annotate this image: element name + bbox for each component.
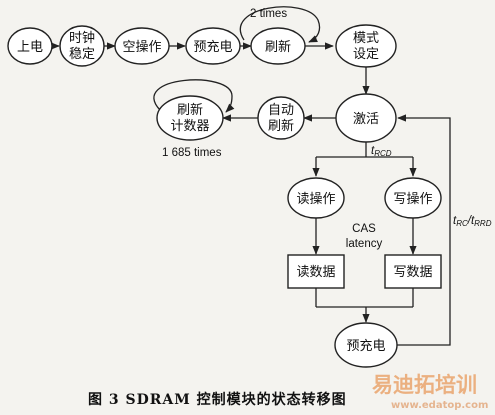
- state-precharge-end: [334, 322, 398, 368]
- state-auto-refresh: [257, 96, 305, 140]
- state-activate: [335, 93, 397, 143]
- state-clock-stable: [59, 25, 105, 67]
- state-read-op-label: 读操作: [296, 191, 335, 207]
- edge-labels: 2 times 1 685 times tRCD CAS latency tRC…: [162, 8, 492, 250]
- label-two-times: 2 times: [250, 8, 287, 20]
- state-write-data: [384, 254, 442, 289]
- state-write-op: [384, 177, 442, 219]
- state-refresh-init-label: 刷新: [265, 39, 291, 55]
- state-activate-label: 激活: [353, 112, 379, 127]
- state-refresh-counter: [156, 95, 224, 141]
- state-power-on: [7, 27, 53, 65]
- watermark-brand: 易迪拓培训: [372, 373, 477, 397]
- state-clock-stable-label-1: 时钟: [69, 30, 95, 46]
- state-read-data-label: 读数据: [296, 265, 335, 280]
- state-precharge-init-label: 预充电: [193, 39, 232, 55]
- state-write-data-label: 写数据: [393, 265, 432, 280]
- state-clock-stable-label-2: 稳定: [69, 46, 95, 62]
- state-auto-refresh-label-1: 自动: [268, 103, 294, 118]
- state-refresh-init: [250, 27, 306, 65]
- edge-precharge-activate-return: [397, 114, 451, 346]
- watermark: 易迪拓培训 www.edatop.com: [372, 373, 488, 411]
- state-refresh-counter-label-1: 刷新: [177, 102, 203, 118]
- state-mode-set: [335, 24, 397, 68]
- label-trcd: tRCD: [371, 145, 392, 158]
- state-precharge-init: [185, 27, 241, 65]
- label-latency: latency: [346, 238, 383, 250]
- nodes: 上电 时钟 稳定 空操作 预充电 刷新 模式 设定 激活 自动 刷新 刷新 计数…: [7, 24, 442, 368]
- state-write-op-label: 写操作: [393, 191, 432, 207]
- edge-counter-selfloop: [153, 79, 235, 113]
- state-mode-set-label-2: 设定: [353, 47, 379, 62]
- watermark-url: www.edatop.com: [391, 400, 488, 411]
- state-read-data: [287, 254, 345, 289]
- state-refresh-counter-label-2: 计数器: [170, 119, 209, 134]
- state-nop-label: 空操作: [122, 39, 161, 55]
- state-read-op: [287, 177, 345, 219]
- state-mode-set-label-1: 模式: [353, 31, 379, 46]
- state-precharge-end-label: 预充电: [346, 338, 385, 354]
- state-power-on-label: 上电: [17, 40, 43, 55]
- state-auto-refresh-label-2: 刷新: [268, 118, 294, 134]
- state-nop: [114, 27, 170, 65]
- edge-refresh-selfloop: [240, 6, 321, 43]
- label-refresh-count: 1 685 times: [162, 147, 222, 159]
- edges: [50, 6, 451, 346]
- figure-caption: 图 3 SDRAM 控制模块的状态转移图: [88, 391, 347, 408]
- label-cas: CAS: [352, 223, 376, 235]
- label-trc-trrd: tRC/tRRD: [453, 215, 492, 228]
